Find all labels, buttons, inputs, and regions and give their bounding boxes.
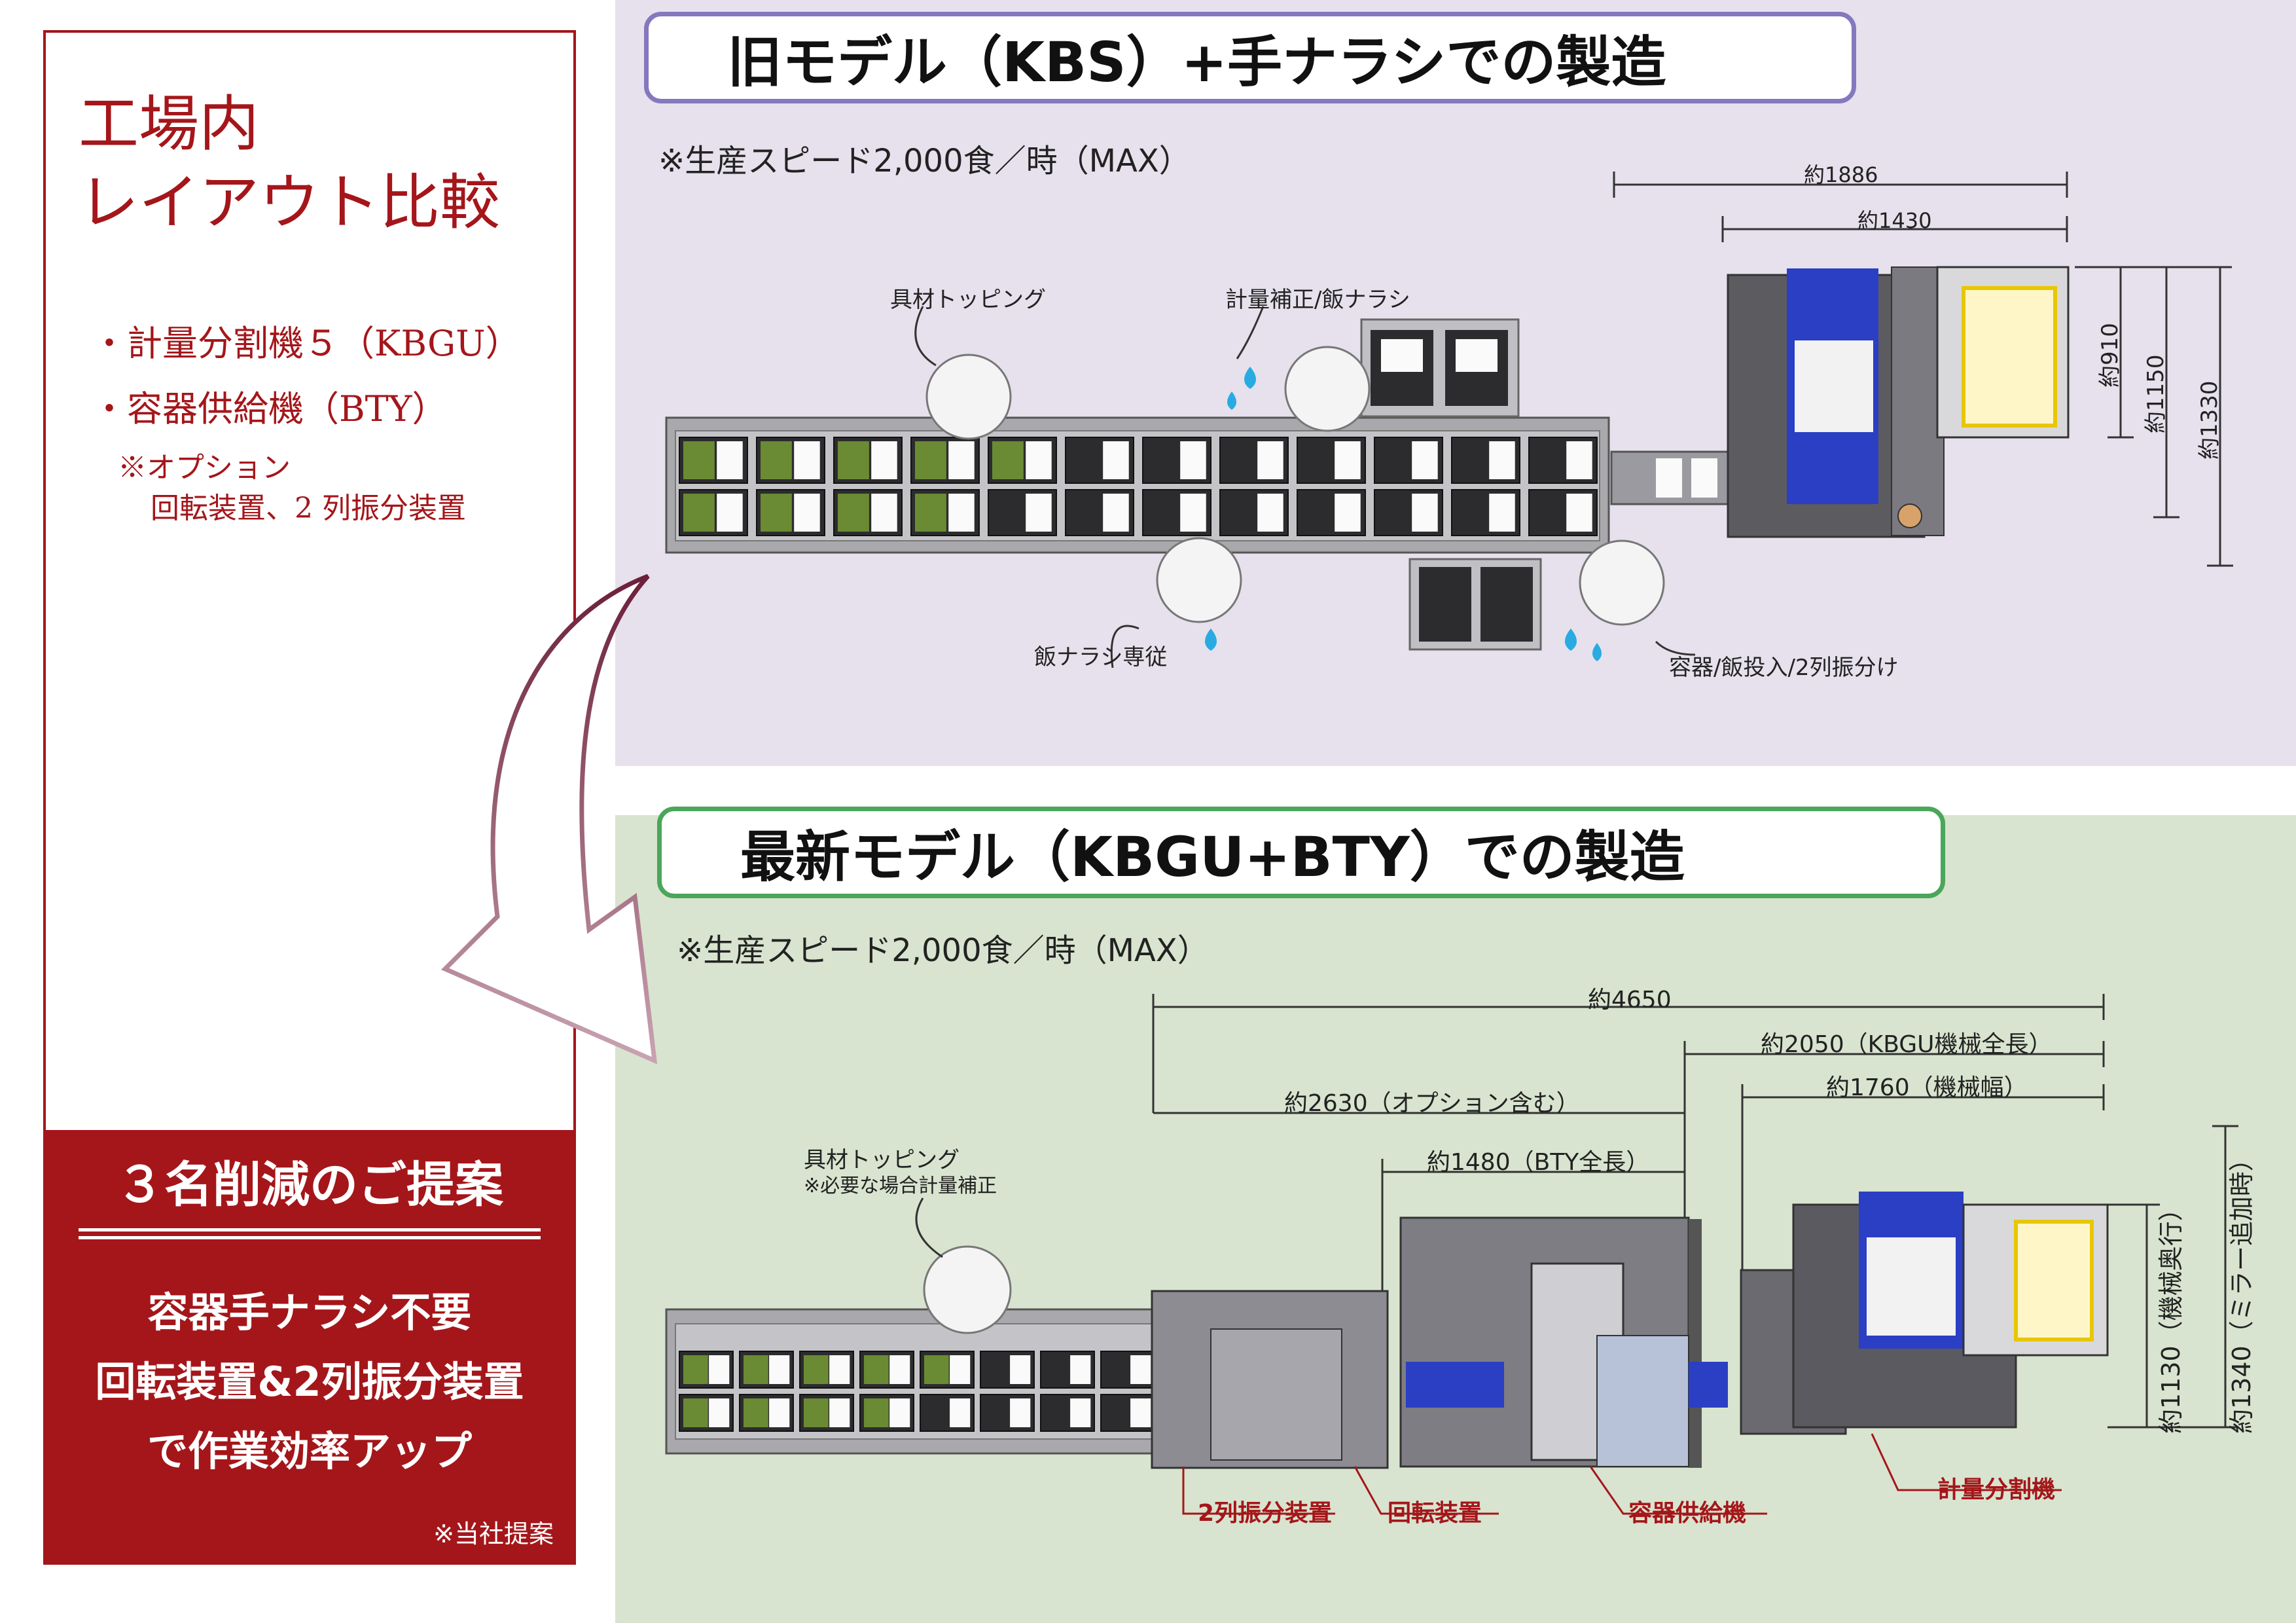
dim-1886: 約1886 <box>1804 162 1878 187</box>
dim-1130: 約1130（機械奥行） <box>2157 1196 2185 1434</box>
benefit-item: 容器手ナラシ不要 <box>147 1288 472 1336</box>
dim-4650: 約4650 <box>1588 987 1672 1013</box>
panel-title: 工場内 レイアウト比較 <box>79 89 501 238</box>
dim-2630: 約2630（オプション含む） <box>1284 1090 1580 1117</box>
proposal-box: ３名削減のご提案 容器手ナラシ不要 回転装置&2列振分装置 で作業効率アップ ※… <box>46 1130 573 1562</box>
label-leveling: 飯ナラシ専従 <box>1034 644 1168 670</box>
comparison-panel: 工場内 レイアウト比較 ・計量分割機５（KBGU） ・容器供給機（BTY） ※オ… <box>43 30 576 1565</box>
worker <box>923 1245 1012 1334</box>
old-model-title: 旧モデル（KBS）+手ナラシでの製造 <box>644 12 1856 103</box>
sweat-drops <box>1205 367 1602 661</box>
feature-weigher: ・計量分割機５（KBGU） <box>92 323 521 364</box>
dim-1340: 約1340（ミラー追加時） <box>2227 1146 2256 1434</box>
dim-1430: 約1430 <box>1857 208 1932 233</box>
label-topping-note: ※必要な場合計量補正 <box>804 1175 997 1197</box>
dim-1760: 約1760（機械幅） <box>1826 1074 2028 1101</box>
benefit-item: で作業効率アップ <box>147 1427 472 1475</box>
proposal-heading: ３名削減のご提案 <box>116 1157 503 1213</box>
label-container-input: 容器/飯投入/2列振分け <box>1669 655 1899 681</box>
new-speed-note: ※生産スピード2,000食／時（MAX） <box>677 932 1209 969</box>
label-topping-new: 具材トッピング <box>804 1147 960 1173</box>
option-items: 回転装置、2 列振分装置 <box>151 492 466 525</box>
divider <box>79 1228 541 1231</box>
label-weigher: 計量分割機 <box>1937 1476 2056 1503</box>
label-rotator: 回転装置 <box>1388 1500 1482 1527</box>
label-container-feeder: 容器供給機 <box>1628 1500 1747 1527</box>
benefit-item: 回転装置&2列振分装置 <box>95 1358 524 1406</box>
worker <box>1284 346 1371 432</box>
proposal-note: ※当社提案 <box>433 1520 554 1548</box>
dim-2050: 約2050（KBGU機械全長） <box>1761 1031 2053 1058</box>
label-correction: 計量補正/飯ナラシ <box>1225 287 1410 313</box>
new-model-title: 最新モデル（KBGU+BTY）での製造 <box>657 807 1945 898</box>
worker <box>925 354 1012 440</box>
worker <box>1579 539 1665 626</box>
dim-1480: 約1480（BTY全長） <box>1427 1149 1650 1176</box>
option-heading: ※オプション <box>118 451 291 484</box>
old-speed-note: ※生産スピード2,000食／時（MAX） <box>658 143 1191 179</box>
label-splitter: 2列振分装置 <box>1198 1500 1333 1527</box>
divider <box>79 1236 541 1239</box>
worker <box>1156 537 1242 623</box>
feature-container-feeder: ・容器供給機（BTY） <box>92 388 448 429</box>
label-topping: 具材トッピング <box>890 287 1046 313</box>
